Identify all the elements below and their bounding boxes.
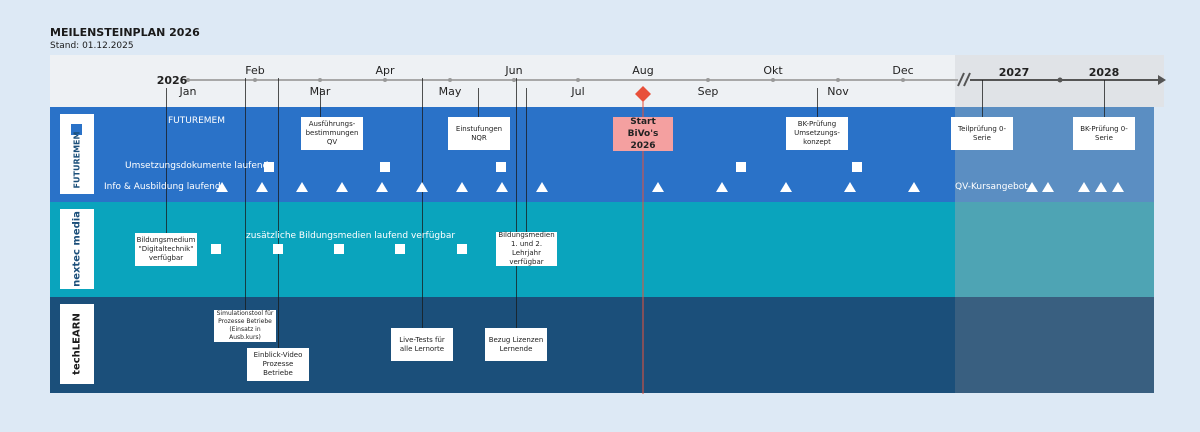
nextec-label: zusätzliche Bildungsmedien laufend verfü…: [246, 231, 456, 241]
connector-line: [278, 78, 279, 348]
square-marker: [264, 162, 274, 172]
square-marker: [211, 244, 221, 254]
triangle-marker: [1078, 182, 1090, 192]
futuremem-logo: FUTUREMEM: [60, 114, 94, 194]
milestone-start: Start BiVo's 2026: [613, 117, 673, 151]
month-jul: Jul: [571, 85, 585, 98]
connector-line: [478, 88, 479, 117]
square-marker: [736, 162, 746, 172]
triangle-marker: [1112, 182, 1124, 192]
month-aug: Aug: [632, 64, 654, 77]
month-apr: Apr: [375, 64, 395, 77]
connector-line: [1104, 80, 1105, 117]
connector-line: [320, 88, 321, 117]
milestone-lehrjahr: Bildungsmedien 1. und 2. Lehrjahr verfüg…: [496, 231, 557, 266]
square-marker: [457, 244, 467, 254]
triangle-marker: [1042, 182, 1054, 192]
milestone-teil: Teilprüfung 0-Serie: [951, 117, 1013, 150]
square-marker: [380, 162, 390, 172]
triangle-marker: [716, 182, 728, 192]
month-nov: Nov: [827, 85, 849, 98]
connector-line: [526, 88, 527, 232]
month-okt: Okt: [763, 64, 783, 77]
triangle-marker: [844, 182, 856, 192]
futuremem-label: FUTUREMEM: [168, 116, 226, 126]
month-sep: Sep: [697, 85, 719, 98]
milestone-digitaltechnik: Bildungsmedium "Digitaltechnik" verfügba…: [135, 233, 197, 266]
connector-line: [817, 88, 818, 117]
year-2028: 2028: [1088, 66, 1120, 79]
year-2026: 2026: [156, 74, 188, 87]
triangle-marker: [496, 182, 508, 192]
triangle-marker: [780, 182, 792, 192]
triangle-marker: [536, 182, 548, 192]
milestone-einblick: Einblick-Video Prozesse Betriebe: [247, 348, 309, 381]
umsetzung-label: Umsetzungsdokumente laufend: [125, 161, 269, 171]
page-subtitle: Stand: 01.12.2025: [50, 41, 134, 51]
triangle-marker: [376, 182, 388, 192]
square-marker: [852, 162, 862, 172]
month-may: May: [438, 85, 462, 98]
triangle-marker: [416, 182, 428, 192]
techlearn-logo: techLEARN: [60, 304, 94, 384]
nextec-logo: nextec media: [60, 209, 94, 289]
milestone-simulation: Simulationstool für Prozesse Betriebe (E…: [214, 310, 276, 342]
square-marker: [395, 244, 405, 254]
page-title: MEILENSTEINPLAN 2026: [50, 26, 200, 39]
triangle-marker: [256, 182, 268, 192]
milestone-einstufungen: Einstufungen NQR: [448, 117, 510, 150]
month-feb: Feb: [245, 64, 265, 77]
month-jan: Jan: [179, 85, 197, 98]
future-shade: [955, 297, 1154, 393]
connector-line: [422, 78, 423, 328]
connector-line: [982, 80, 983, 117]
triangle-marker: [296, 182, 308, 192]
triangle-marker: [1095, 182, 1107, 192]
triangle-marker: [908, 182, 920, 192]
triangle-marker: [1026, 182, 1038, 192]
info-label: Info & Ausbildung laufend: [104, 182, 221, 192]
future-shade: [955, 202, 1154, 297]
milestone-bk2: BK-Prüfung 0-Serie: [1073, 117, 1135, 150]
year-2027: 2027: [998, 66, 1030, 79]
milestone-lizenzen: Bezug Lizenzen Lernende: [485, 328, 547, 361]
month-jun: Jun: [505, 64, 523, 77]
month-dec: Dec: [892, 64, 914, 77]
triangle-marker: [336, 182, 348, 192]
triangle-marker: [652, 182, 664, 192]
square-marker: [273, 244, 283, 254]
square-marker: [334, 244, 344, 254]
qv-label: QV-Kursangebot: [955, 182, 1028, 192]
milestone-diamond: [635, 86, 651, 102]
milestone-livetests: Live-Tests für alle Lernorte: [391, 328, 453, 361]
square-marker: [496, 162, 506, 172]
milestone-bk1: BK-Prüfung Umsetzungs-konzept: [786, 117, 848, 150]
connector-line: [166, 88, 167, 233]
connector-line: [516, 78, 517, 328]
triangle-marker: [456, 182, 468, 192]
connector-line: [245, 78, 246, 310]
milestone-ausfuehrung: Ausführungs-bestimmungen QV: [301, 117, 363, 150]
triangle-marker: [216, 182, 228, 192]
